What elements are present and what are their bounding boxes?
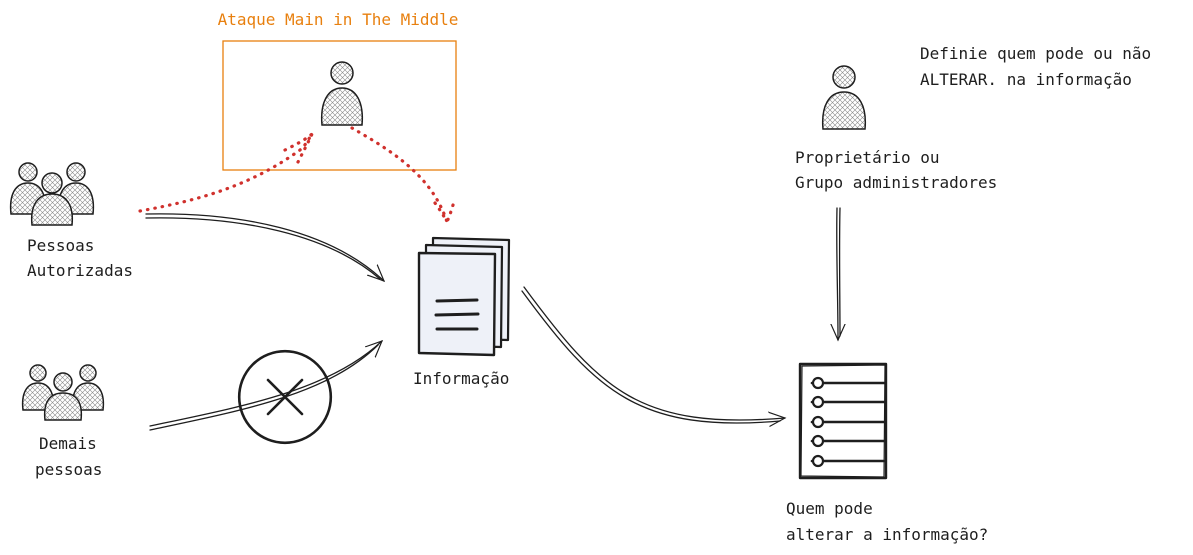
owner-label-line1: Proprietário ou xyxy=(795,148,940,167)
authorized-to-info-arrow xyxy=(145,213,384,281)
others-to-info-arrow xyxy=(149,341,382,427)
owner-to-list-arrow xyxy=(837,207,838,340)
document-stack-icon xyxy=(417,236,511,357)
attack-path-to-info-tail xyxy=(433,201,449,224)
information-label: Informação xyxy=(413,369,509,388)
owner-label-line2: Grupo administradores xyxy=(795,173,997,192)
attack-path-intercept xyxy=(138,132,314,213)
define-label-line1: Definie quem pode ou não xyxy=(920,44,1151,63)
others-group-icon xyxy=(21,364,105,421)
owner-person-icon xyxy=(821,65,867,130)
authorized-label-line2: Autorizadas xyxy=(27,261,133,280)
info-to-list-arrow xyxy=(523,286,785,420)
define-label-line2: ALTERAR. na informação xyxy=(920,70,1132,89)
access-list-icon xyxy=(798,362,888,480)
authorized-group-icon xyxy=(9,162,95,226)
authorized-label-line1: Pessoas xyxy=(27,236,94,255)
attacker-person-icon xyxy=(320,61,364,126)
attack-path-to-info xyxy=(350,126,449,224)
mitm-box xyxy=(222,40,457,171)
others-label-line1: Demais xyxy=(39,434,97,453)
who-label-line2: alterar a informação? xyxy=(786,525,988,544)
authorized-to-info-arrow-shadow xyxy=(145,217,381,280)
who-label-line1: Quem pode xyxy=(786,499,873,518)
attack-path-intercept-tail-2 xyxy=(296,132,314,164)
others-to-info-arrow-shadow xyxy=(149,344,379,431)
info-to-list-arrow-shadow xyxy=(521,290,781,424)
others-label-line2: pessoas xyxy=(35,460,102,479)
attack-path-to-info-tail-2 xyxy=(445,203,455,224)
mitm-title: Ataque Main in The Middle xyxy=(218,10,459,29)
